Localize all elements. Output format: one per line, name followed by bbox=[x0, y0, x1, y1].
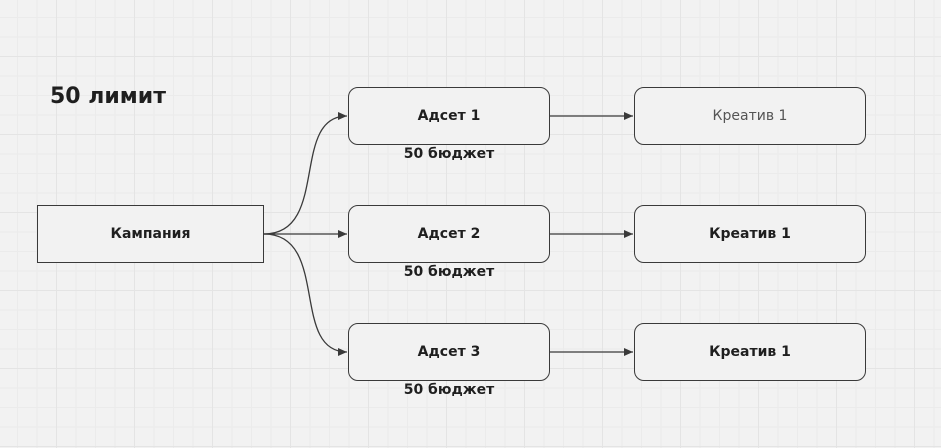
adset-3-budget-label: 50 бюджет bbox=[403, 382, 495, 398]
adset-node-3[interactable]: Адсет 3 bbox=[348, 323, 550, 381]
creative-node-2-label: Креатив 1 bbox=[709, 226, 791, 242]
diagram-title: 50 лимит bbox=[50, 84, 166, 109]
connector-campaign-adset-3 bbox=[263, 233, 348, 356]
adset-1-budget-label: 50 бюджет bbox=[403, 146, 495, 162]
creative-node-1-label: Креатив 1 bbox=[712, 108, 788, 124]
campaign-node[interactable]: Кампания bbox=[37, 205, 264, 263]
adset-node-1[interactable]: Адсет 1 bbox=[348, 87, 550, 145]
adset-node-3-label: Адсет 3 bbox=[417, 344, 481, 360]
campaign-node-label: Кампания bbox=[110, 226, 191, 242]
adset-node-2-label: Адсет 2 bbox=[417, 226, 481, 242]
adset-node-2[interactable]: Адсет 2 bbox=[348, 205, 550, 263]
connector-campaign-adset-1 bbox=[263, 112, 348, 235]
adset-node-1-label: Адсет 1 bbox=[417, 108, 481, 124]
creative-node-3-label: Креатив 1 bbox=[709, 344, 791, 360]
creative-node-3[interactable]: Креатив 1 bbox=[634, 323, 866, 381]
creative-node-2[interactable]: Креатив 1 bbox=[634, 205, 866, 263]
adset-2-budget-label: 50 бюджет bbox=[403, 264, 495, 280]
creative-node-1[interactable]: Креатив 1 bbox=[634, 87, 866, 145]
